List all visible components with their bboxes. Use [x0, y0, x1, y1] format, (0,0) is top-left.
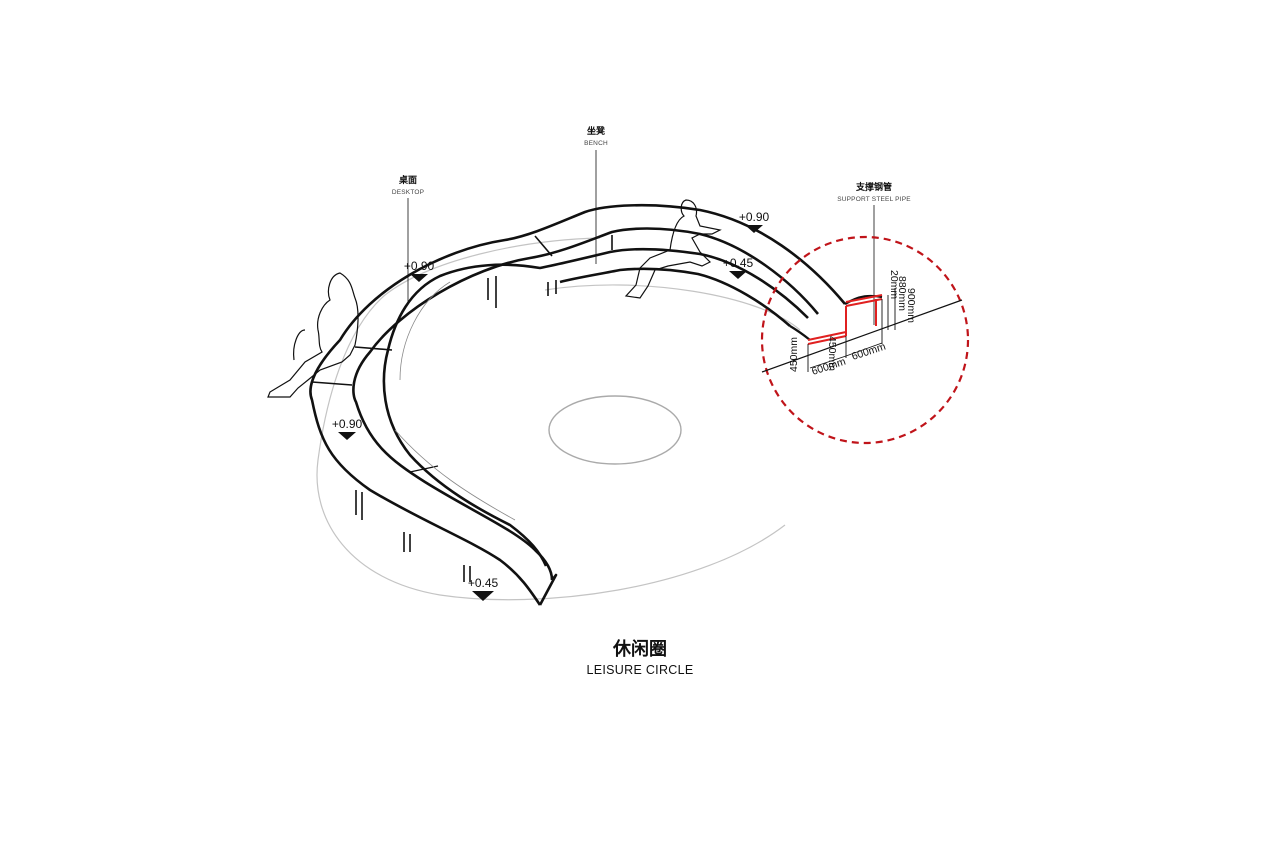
- dimension-lines: [807, 288, 896, 372]
- desktop-label-cn: 桌面: [399, 174, 417, 185]
- ring-seating: [309, 203, 846, 606]
- center-ring: [548, 395, 682, 465]
- desk-inner-edge: [352, 227, 820, 581]
- dim-depth-right: 600mm: [850, 341, 887, 363]
- bench-label-cn: 坐凳: [587, 125, 606, 136]
- pipe-label-en: SUPPORT STEEL PIPE: [837, 196, 911, 203]
- dim-total-height: 900mm: [905, 288, 917, 323]
- callout-leaders: [407, 150, 875, 325]
- floor-outline-arc: [316, 237, 786, 601]
- svg-text:+0.90: +0.90: [739, 210, 770, 224]
- elevation-triangle-icon: [729, 271, 747, 279]
- elevation-marker-top-right-seat: +0.45: [723, 256, 754, 279]
- desktop-label-en: DESKTOP: [392, 189, 424, 196]
- joint-3: [311, 381, 353, 386]
- title-cn: 休闲圈: [612, 638, 667, 659]
- person-sitting-bench: [624, 199, 722, 299]
- steel-pipe-profile: [807, 294, 883, 345]
- person-seated-left: [267, 272, 359, 398]
- support-legs: [355, 235, 613, 582]
- elevation-marker-bottom-seat: +0.45: [468, 576, 499, 601]
- svg-text:+0.45: +0.45: [723, 256, 754, 270]
- elevation-triangle-icon: [338, 432, 356, 440]
- bench-label-en: BENCH: [584, 140, 608, 147]
- detail-ground-line: [761, 299, 963, 373]
- elevation-triangle-icon: [472, 591, 494, 601]
- label-desktop: 桌面 DESKTOP: [392, 174, 424, 196]
- dim-top-thickness: 20mm: [888, 270, 900, 299]
- floor-outline-inner: [544, 284, 801, 331]
- desk-outer-edge: [309, 203, 846, 606]
- pipe-label-cn: 支撑钢管: [855, 181, 892, 192]
- seat-inner-edge: [559, 267, 791, 327]
- step-line-2: [394, 429, 516, 521]
- svg-text:+0.90: +0.90: [332, 417, 363, 431]
- step-line-1: [399, 281, 451, 381]
- svg-text:+0.45: +0.45: [468, 576, 499, 590]
- detail-callout-circle: [760, 235, 970, 445]
- joint-1: [534, 235, 553, 257]
- label-bench: 坐凳 BENCH: [584, 125, 608, 147]
- dim-seat-height-lower: 450mm: [788, 337, 800, 372]
- seat-outer-edge: [382, 247, 809, 567]
- dim-seat-height-upper: 450mm: [826, 336, 838, 371]
- elevation-marker-left-lower-desk: +0.90: [332, 417, 363, 440]
- title-en: LEISURE CIRCLE: [586, 663, 693, 677]
- elevation-marker-top-right-desk: +0.90: [739, 210, 770, 233]
- svg-text:+0.90: +0.90: [404, 259, 435, 273]
- elevation-triangle-icon: [745, 225, 763, 233]
- elevation-marker-left-upper-desk: +0.90: [404, 259, 435, 282]
- joint-2: [354, 346, 393, 351]
- diagram-title: 休闲圈 LEISURE CIRCLE: [586, 638, 693, 677]
- dim-pipe-height: 880mm: [896, 276, 908, 311]
- section-detail: 450mm 450mm 20mm 880mm 900mm 600mm 600mm: [760, 235, 970, 445]
- elevation-triangle-icon: [410, 274, 428, 282]
- label-support-pipe: 支撑钢管 SUPPORT STEEL PIPE: [837, 181, 911, 203]
- desk-end-cap: [538, 573, 558, 606]
